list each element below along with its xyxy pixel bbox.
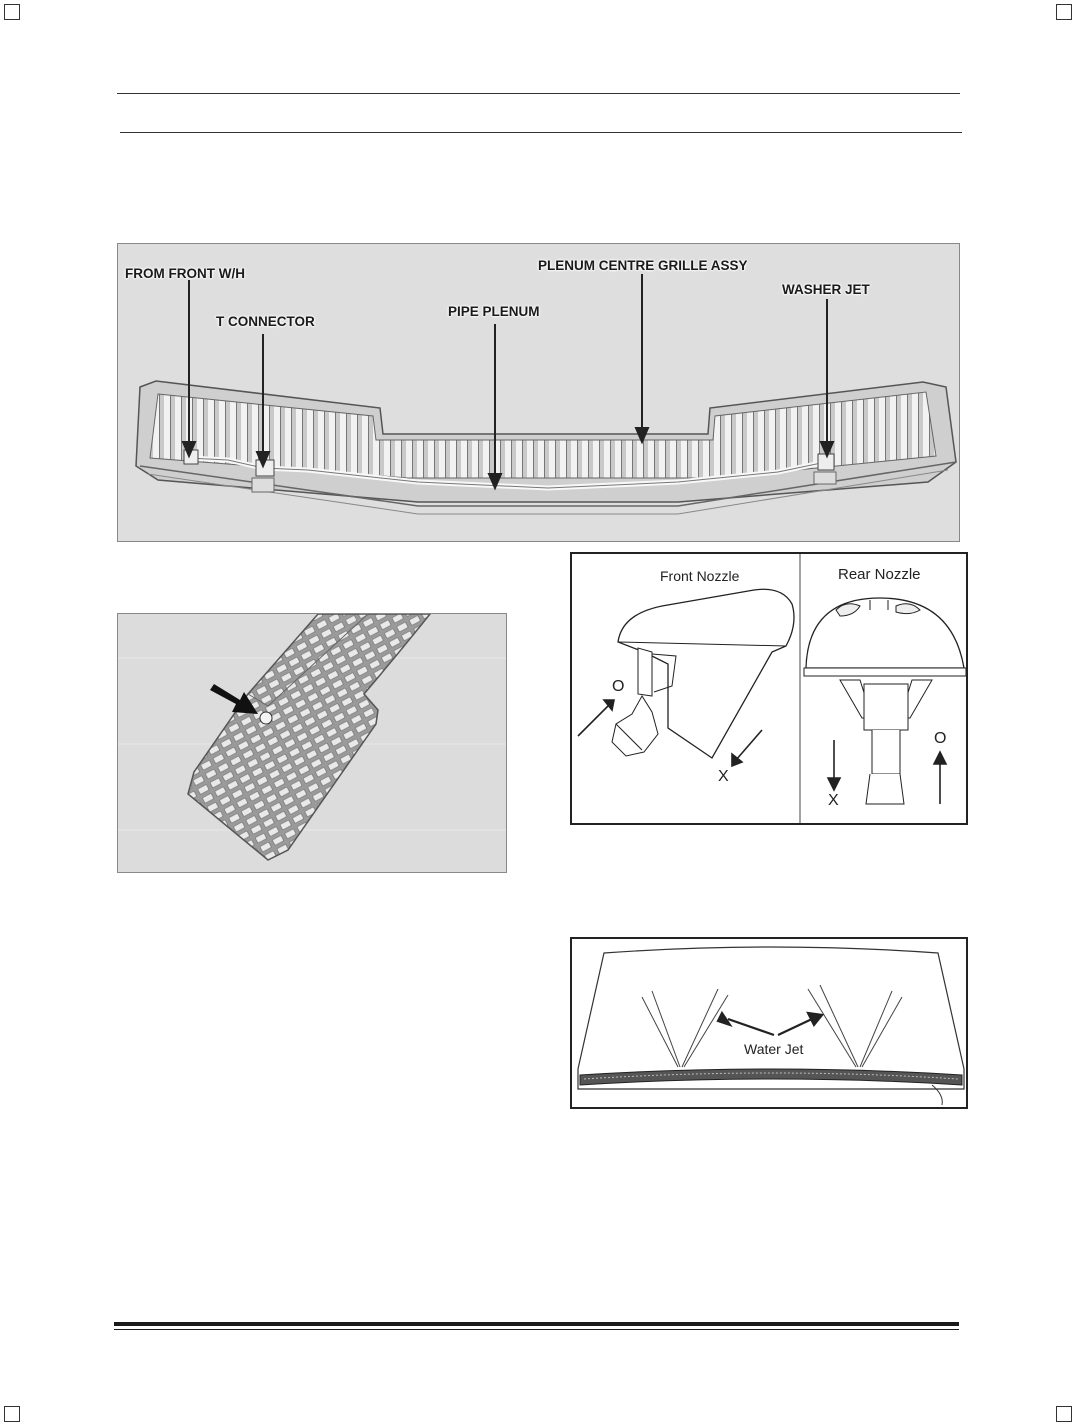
label-washer-jet: WASHER JET [782, 282, 870, 297]
rear-nozzle-ok-mark: O [934, 730, 947, 747]
water-jet-label: Water Jet [744, 1041, 804, 1057]
rear-nozzle-title: Rear Nozzle [838, 566, 921, 583]
header-rule-top [117, 93, 960, 94]
crop-mark-top-left [4, 4, 20, 20]
label-plenum-grille-assy: PLENUM CENTRE GRILLE ASSY [538, 258, 748, 273]
front-nozzle-title: Front Nozzle [660, 568, 740, 584]
crop-mark-top-right [1056, 4, 1072, 20]
label-pipe-plenum: PIPE PLENUM [448, 304, 540, 319]
plenum-grille-figure: FROM FRONT W/H T CONNECTOR PIPE PLENUM P… [117, 243, 960, 542]
crop-mark-bottom-right [1056, 1406, 1072, 1422]
crop-mark-bottom-left [4, 1406, 20, 1422]
front-nozzle-ok-mark: O [612, 678, 625, 695]
label-t-connector: T CONNECTOR [216, 314, 315, 329]
nozzle-drawing [577, 554, 966, 823]
footer-rule-thin [114, 1329, 959, 1330]
rear-nozzle-ng-mark: X [828, 792, 839, 809]
footer-rule [114, 1322, 959, 1326]
plenum-grille-drawing [135, 274, 957, 515]
nozzle-orientation-figure: Front Nozzle Rear Nozzle O X X O [570, 552, 968, 825]
label-from-front-wh: FROM FRONT W/H [125, 266, 245, 281]
header-rule-bottom [120, 132, 962, 133]
water-jet-figure: Water Jet [570, 937, 968, 1109]
grille-closeup-drawing [118, 614, 506, 861]
front-nozzle-ng-mark: X [718, 768, 729, 785]
grille-closeup-figure [117, 613, 507, 873]
water-jet-drawing [577, 946, 965, 1106]
